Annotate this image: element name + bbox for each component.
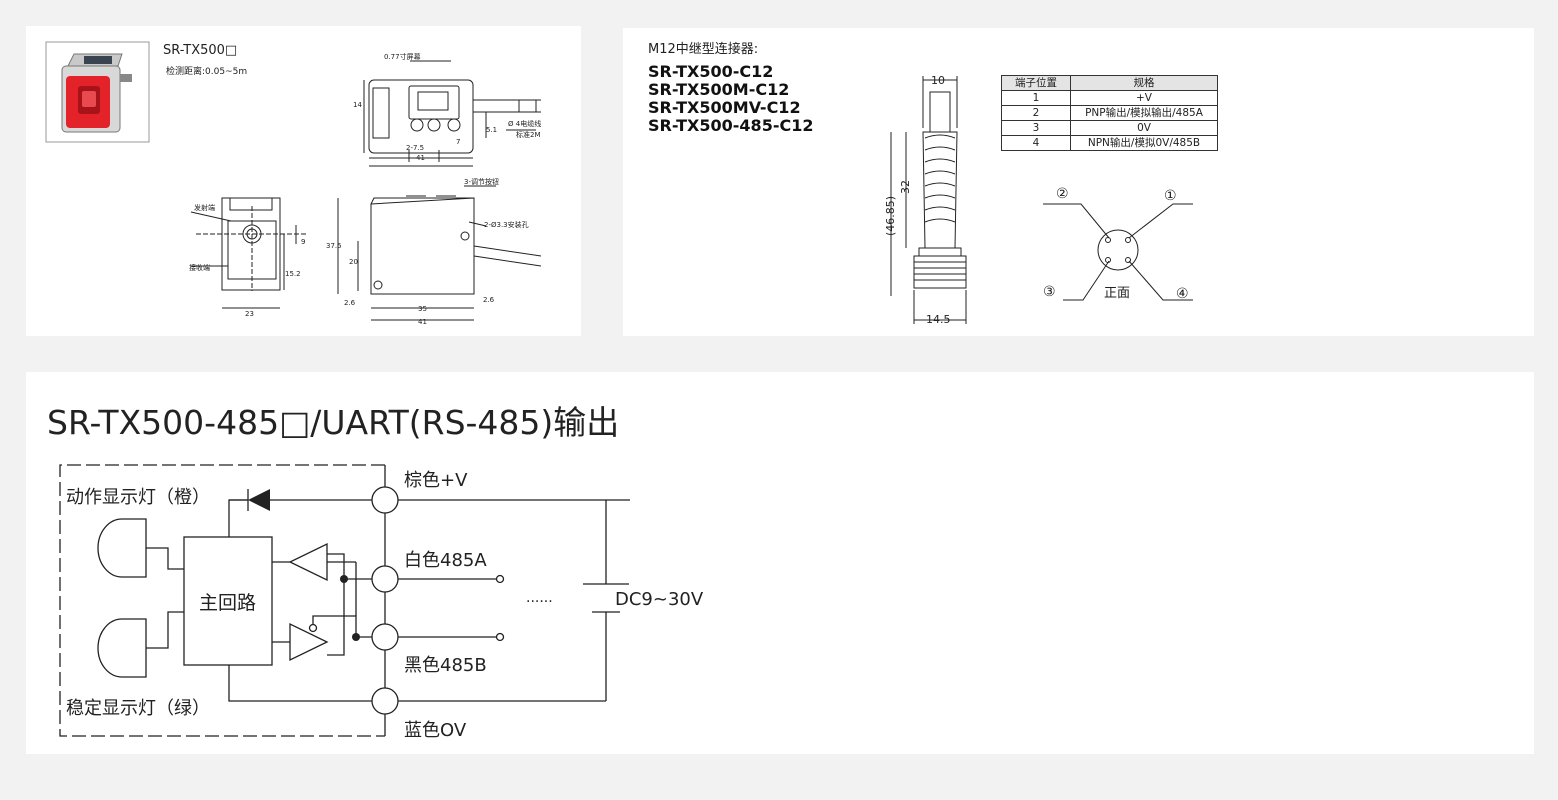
connector-model: SR-TX500M-C12 bbox=[648, 80, 790, 99]
action-led-icon bbox=[97, 518, 147, 578]
connector-model: SR-TX500-485-C12 bbox=[648, 116, 814, 135]
dim-cable: Ø 4电缆线 bbox=[508, 119, 541, 128]
pin-spec-table: 端子位置 规格 1 +V 2 PNP输出/模拟输出/485A 3 0V 4 NP… bbox=[1001, 75, 1218, 151]
dim-holes: 2-Ø3.3安装孔 bbox=[484, 220, 529, 229]
side-view bbox=[190, 197, 308, 309]
supply-voltage-label: DC9~30V bbox=[615, 589, 704, 610]
connector-title: M12中继型连接器: bbox=[648, 42, 759, 57]
dim-receiver: 接收端 bbox=[189, 263, 210, 272]
wiring-card: SR-TX500-485□/UART(RS-485)输出 bbox=[26, 372, 1534, 754]
wire bbox=[146, 547, 184, 570]
table-cell: 3 bbox=[1001, 120, 1071, 136]
table-header: 端子位置 bbox=[1001, 75, 1071, 91]
connector-profile bbox=[890, 76, 967, 324]
main-circuit-box bbox=[183, 536, 273, 666]
table-cell: 0V bbox=[1070, 120, 1218, 136]
wire bbox=[327, 579, 345, 656]
table-cell: 1 bbox=[1001, 90, 1071, 106]
terminal-black-icon bbox=[371, 623, 399, 651]
dim-9: 9 bbox=[301, 238, 305, 246]
wiring-title: SR-TX500-485□/UART(RS-485)输出 bbox=[47, 403, 620, 442]
stable-led-label: 稳定显示灯（绿） bbox=[66, 698, 210, 719]
receive-amplifier-icon bbox=[289, 622, 329, 662]
pin-2-label: ② bbox=[1056, 186, 1069, 202]
junction-dot bbox=[352, 633, 360, 641]
terminal-open-icon bbox=[495, 632, 505, 642]
table-header-row: 端子位置 规格 bbox=[1001, 75, 1218, 91]
wiring-schematic bbox=[59, 464, 630, 737]
detection-range: 检测距离:0.05~5m bbox=[166, 67, 248, 77]
terminal-brown-icon bbox=[371, 486, 399, 514]
connector-card: M12中继型连接器: SR-TX500-C12 SR-TX500M-C12 SR… bbox=[623, 28, 1534, 336]
connector-model: SR-TX500MV-C12 bbox=[648, 98, 801, 117]
product-photo bbox=[45, 41, 150, 143]
front-label: 正面 bbox=[1104, 286, 1130, 301]
table-cell: +V bbox=[1070, 90, 1218, 106]
action-led-label: 动作显示灯（橙） bbox=[66, 487, 210, 508]
connector-model: SR-TX500-C12 bbox=[648, 62, 774, 81]
terminal-white-icon bbox=[371, 565, 399, 593]
stable-led-icon bbox=[97, 618, 147, 678]
table-row: 4 NPN输出/模拟0V/485B bbox=[1001, 135, 1218, 151]
terminal-blue-icon bbox=[371, 687, 399, 715]
table-row: 2 PNP输出/模拟输出/485A bbox=[1001, 105, 1218, 121]
dim-buttons: 3-调节按钮 bbox=[464, 177, 499, 186]
blue-wire-label: 蓝色OV bbox=[404, 720, 467, 741]
connector-drawing: 10 32 (46.85) 14.5 ② ① ③ ④ 正面 bbox=[884, 74, 1193, 326]
pin-1-label: ① bbox=[1164, 188, 1177, 204]
dim-32: 32 bbox=[899, 180, 912, 194]
dim-2-7-5: 2-7.5 bbox=[406, 144, 424, 152]
dim-37-5: 37.5 bbox=[326, 242, 342, 250]
terminal-open-icon bbox=[495, 574, 505, 584]
dim-23: 23 bbox=[245, 310, 254, 318]
dim-10: 10 bbox=[931, 74, 945, 87]
table-cell: 4 bbox=[1001, 135, 1071, 151]
dim-20: 20 bbox=[349, 258, 358, 266]
white-wire-label: 白色485A bbox=[404, 550, 487, 571]
wire bbox=[146, 611, 184, 649]
dim-14: 14 bbox=[353, 101, 362, 109]
wire bbox=[228, 499, 248, 537]
dim-screen-label: 0.77寸屏幕 bbox=[384, 52, 421, 61]
diode-icon bbox=[248, 489, 270, 511]
transmit-driver-icon bbox=[288, 542, 328, 582]
table-row: 3 0V bbox=[1001, 120, 1218, 136]
dim-2-6-left: 2.6 bbox=[344, 299, 356, 307]
wire bbox=[228, 665, 372, 702]
sensor-enclosure bbox=[59, 464, 385, 737]
dim-emitter: 发射端 bbox=[194, 203, 215, 212]
dim-35: 35 bbox=[418, 305, 427, 313]
table-cell: NPN输出/模拟0V/485B bbox=[1070, 135, 1218, 151]
brown-wire-label: 棕色+V bbox=[404, 470, 468, 491]
main-circuit-label: 主回路 bbox=[199, 592, 257, 614]
pin-3-label: ③ bbox=[1043, 284, 1056, 300]
black-wire-label: 黑色485B bbox=[404, 655, 487, 676]
table-cell: PNP输出/模拟输出/485A bbox=[1070, 105, 1218, 121]
wire bbox=[312, 615, 372, 638]
pin-4-label: ④ bbox=[1176, 286, 1189, 302]
front-view bbox=[363, 60, 541, 167]
pin-face-diagram bbox=[1043, 203, 1193, 301]
dim-cable-length: 标准2M bbox=[516, 130, 541, 139]
dimension-drawings: 0.77寸屏幕 14 Ø 4电缆线 标准2M 5.1 2-7.5 7 41 发射… bbox=[45, 41, 542, 326]
dim-15-2: 15.2 bbox=[285, 270, 301, 278]
dim-5-1: 5.1 bbox=[486, 126, 497, 134]
bus-continuation: ...... bbox=[526, 590, 553, 606]
dim-14-5: 14.5 bbox=[926, 313, 951, 326]
inverting-input-icon bbox=[308, 623, 318, 633]
junction-dot bbox=[340, 575, 348, 583]
dim-7: 7 bbox=[456, 138, 460, 146]
dim-41-top: 41 bbox=[416, 154, 425, 162]
table-header: 规格 bbox=[1070, 75, 1218, 91]
table-row: 1 +V bbox=[1001, 90, 1218, 106]
dim-2-6-right: 2.6 bbox=[483, 296, 495, 304]
wire bbox=[327, 553, 372, 580]
profile-view bbox=[337, 185, 542, 321]
product-dimension-card: 0.77寸屏幕 14 Ø 4电缆线 标准2M 5.1 2-7.5 7 41 发射… bbox=[26, 26, 581, 336]
product-model: SR-TX500□ bbox=[163, 43, 238, 58]
dim-46-85: (46.85) bbox=[884, 196, 897, 236]
table-cell: 2 bbox=[1001, 105, 1071, 121]
dim-41-side: 41 bbox=[418, 318, 427, 326]
